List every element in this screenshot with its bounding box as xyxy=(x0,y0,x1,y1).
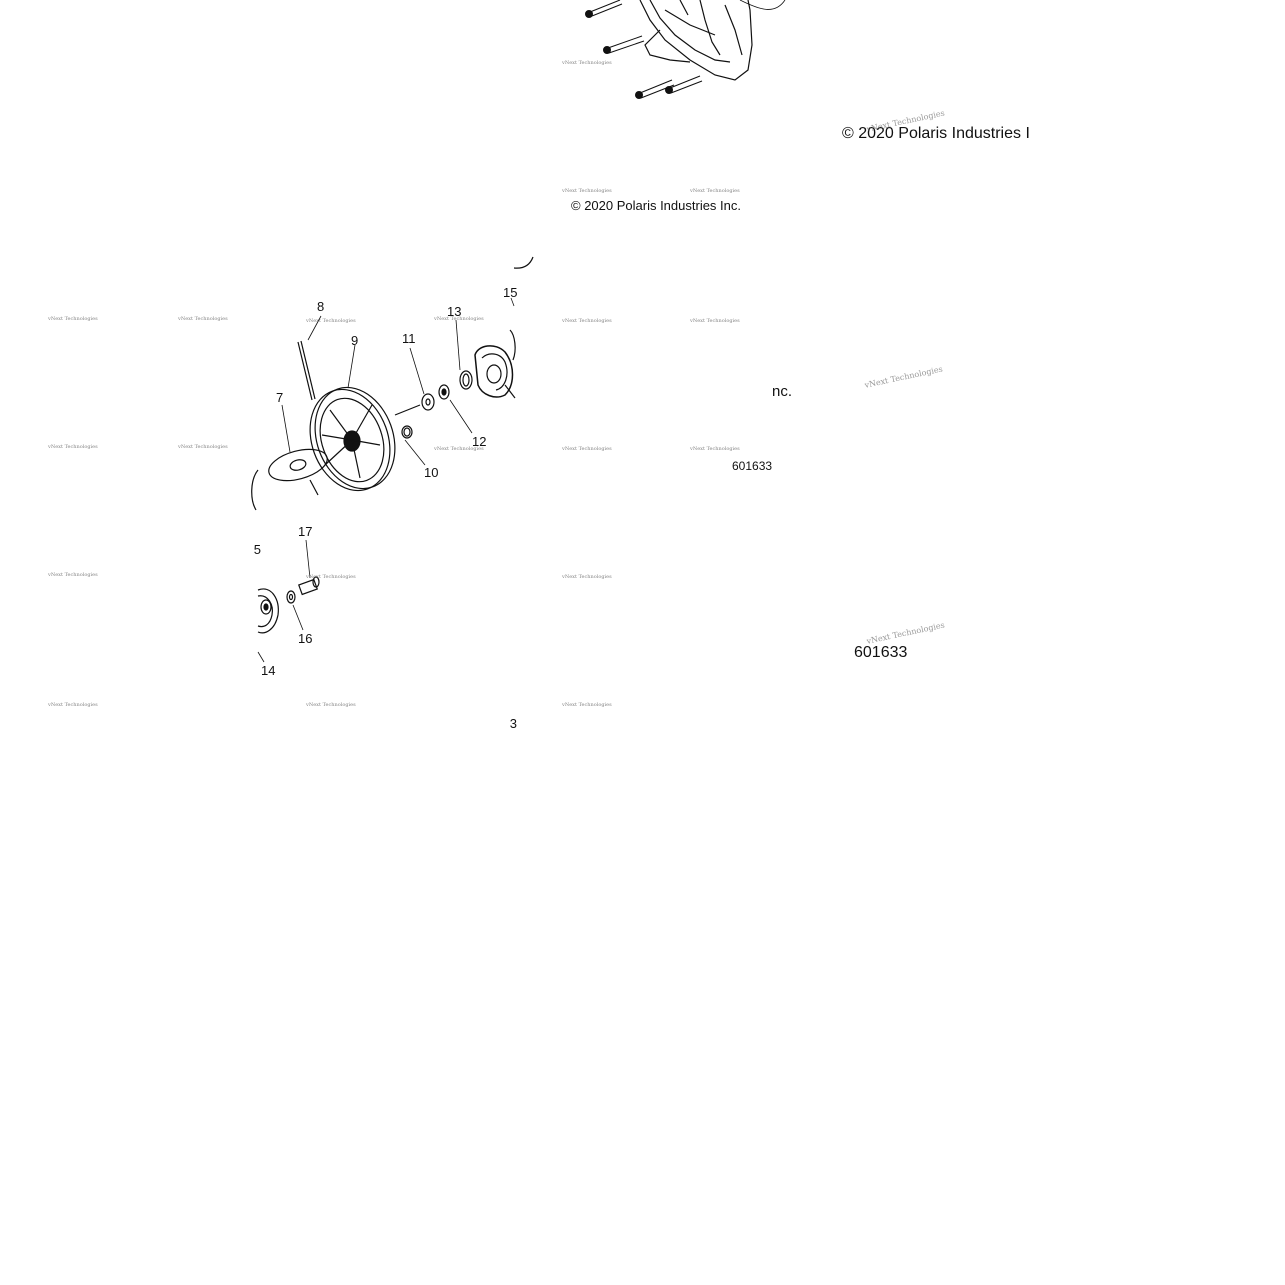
callout-3-partial: 3 xyxy=(509,716,517,731)
watermark: vNext Technologies xyxy=(690,318,740,324)
copyright-partial: nc. xyxy=(772,383,793,400)
part-15-housing xyxy=(474,297,516,399)
callout-9: 9 xyxy=(351,333,359,348)
callout-12: 12 xyxy=(472,434,487,449)
watermark: vNext Technologies xyxy=(690,188,740,194)
part-12-nut xyxy=(438,384,473,434)
watermark: vNext Technologies xyxy=(178,444,228,450)
watermark: vNext Technologies xyxy=(562,702,612,708)
callout-10: 10 xyxy=(424,465,439,480)
watermark: vNext Technologies xyxy=(306,574,356,580)
watermark: vNext Technologies xyxy=(562,574,612,580)
watermark: vNext Technologies xyxy=(48,572,98,578)
watermark: vNext Technologies xyxy=(48,444,98,450)
part-9-pulley xyxy=(309,344,396,492)
part-14-pulley xyxy=(257,588,279,663)
watermark: vNext Technologies xyxy=(562,188,612,194)
copyright-notice: © 2020 Polaris Industries Inc. xyxy=(571,198,741,213)
watermark: vNext Technologies xyxy=(434,316,484,322)
watermark: vNext Technologies xyxy=(306,702,356,708)
part-17-bolt xyxy=(298,539,320,596)
watermark: vNext Technologies xyxy=(690,446,740,452)
callout-13: 13 xyxy=(447,304,462,319)
watermark: vNext Technologies xyxy=(48,702,98,708)
housing-bolts xyxy=(585,0,703,99)
part-7-disc xyxy=(251,404,328,511)
starter-housing xyxy=(639,0,786,81)
callout-14: 14 xyxy=(261,663,276,678)
edge-arc xyxy=(513,256,534,269)
watermark: vNext Technologies xyxy=(562,318,612,324)
part-10-ring xyxy=(401,425,426,466)
callout-17: 17 xyxy=(298,524,313,539)
figure-number-large: 601633 xyxy=(854,644,908,661)
watermark: vNext Technologies xyxy=(562,446,612,452)
callout-11: 11 xyxy=(402,331,416,346)
watermark: vNext Technologies xyxy=(178,316,228,322)
watermark: vNext Technologies xyxy=(434,446,484,452)
callout-5-partial: 5 xyxy=(253,542,261,557)
part-13-spring xyxy=(455,319,473,390)
part-16-washer xyxy=(286,590,304,631)
callout-16: 16 xyxy=(298,631,313,646)
watermark: vNext Technologies xyxy=(48,316,98,322)
watermark: vNext Technologies xyxy=(306,318,356,324)
copyright-top-right: © 2020 Polaris Industries I xyxy=(842,125,1030,142)
callout-8: 8 xyxy=(317,299,325,314)
callout-15: 15 xyxy=(503,285,518,300)
callout-7: 7 xyxy=(276,390,284,405)
part-8-rope xyxy=(297,315,322,401)
part-11-washer xyxy=(394,347,435,416)
figure-number-small: 601633 xyxy=(732,459,773,473)
watermark: vNext Technologies xyxy=(562,60,612,66)
